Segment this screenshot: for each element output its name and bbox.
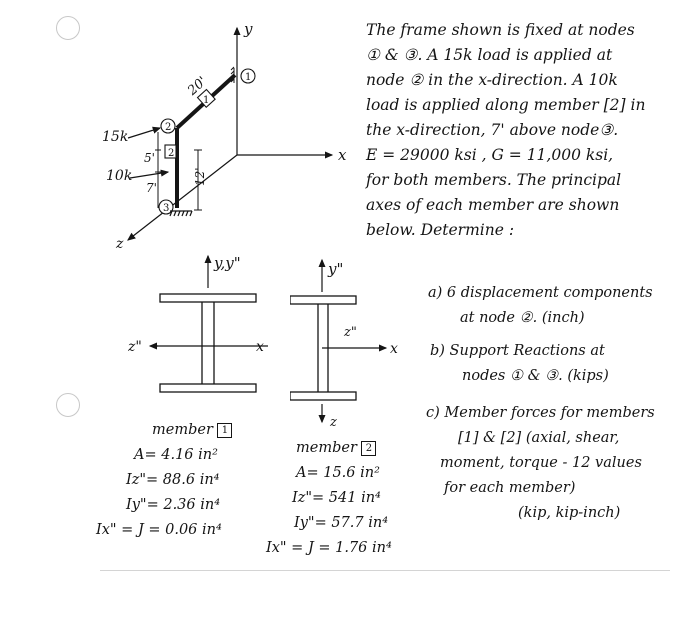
- global-axes: [127, 26, 334, 241]
- height-dimension: [194, 149, 202, 211]
- section-1-left-label: z": [128, 339, 142, 355]
- load-10k-label: 10k: [106, 168, 132, 184]
- axis-x-label: x: [338, 146, 347, 164]
- task-a-line: at node ②. (inch): [460, 310, 585, 326]
- side-dimensions: [155, 132, 161, 208]
- task-a-line: a) 6 displacement components: [428, 285, 653, 301]
- binder-hole-top: [56, 16, 80, 40]
- node-3-support-hatch: [169, 210, 193, 217]
- problem-statement: The frame shown is fixed at nodes ① & ③.…: [366, 18, 645, 243]
- member-1-tag-text: 1: [203, 95, 209, 106]
- page-divider: [100, 570, 670, 571]
- member-2-prop: Iz"= 541 in⁴: [292, 490, 381, 506]
- problem-line: below. Determine :: [366, 221, 515, 239]
- load-15k-arrow: [127, 126, 162, 139]
- member-1-properties: member 1 A= 4.16 in² Iz"= 88.6 in⁴ Iy"= …: [96, 418, 233, 543]
- section-2-top-label: y": [327, 260, 343, 278]
- section-1-ibeam: [159, 293, 257, 393]
- node-1-marker: [240, 68, 256, 84]
- dim-height: 12': [193, 167, 207, 186]
- node-3-label: 3: [163, 203, 169, 214]
- task-c-line: for each member): [444, 480, 576, 496]
- problem-line: E = 29000 ksi , G = 11,000 ksi,: [366, 146, 614, 164]
- member-2-tag-text: 2: [168, 148, 174, 159]
- dim-lower: 7': [146, 181, 157, 195]
- axis-z-label: z: [115, 236, 124, 250]
- section-2-diagram: y" z" x z: [290, 258, 398, 430]
- task-b-line: b) Support Reactions at: [430, 343, 605, 359]
- node-1-label: 1: [245, 72, 251, 83]
- section-1-diagram: y,y" z" x: [128, 254, 268, 393]
- member-1-title: member 1: [96, 418, 233, 443]
- problem-line: axes of each member are shown: [366, 196, 620, 214]
- task-c-line: [1] & [2] (axial, shear,: [458, 430, 620, 446]
- member-2-prop: A= 15.6 in²: [296, 465, 380, 481]
- load-15k-label: 15k: [102, 129, 128, 145]
- member-1-prop: Iz"= 88.6 in⁴: [126, 472, 220, 488]
- node-1-support-hatch: [230, 66, 235, 83]
- task-c-line: (kip, kip-inch): [518, 505, 621, 521]
- member-2-title: member 2: [266, 436, 392, 461]
- member-1-prop: Iy"= 2.36 in⁴: [126, 497, 221, 513]
- problem-line: ① & ③. A 15k load is applied at: [366, 46, 613, 64]
- member-1-prop: Ix" = J = 0.06 in⁴: [96, 522, 222, 538]
- dim-upper: 5': [144, 151, 155, 165]
- problem-line: The frame shown is fixed at nodes: [366, 21, 635, 39]
- task-b: b) Support Reactions at nodes ① & ③. (ki…: [430, 340, 609, 390]
- task-c: c) Member forces for members [1] & [2] (…: [426, 402, 655, 527]
- problem-line: node ② in the x-direction. A 10k: [366, 71, 618, 89]
- member-2-tag: [164, 144, 177, 159]
- member-1-tag: [196, 88, 216, 108]
- section-2-inner-label: z": [343, 325, 357, 340]
- task-a: a) 6 displacement components at node ②. …: [428, 282, 653, 332]
- member-1-prop: A= 4.16 in²: [134, 447, 218, 463]
- node-2-label: 2: [165, 122, 171, 133]
- axis-y-label: y: [243, 20, 253, 38]
- frame-diagram: y x z 1 20' 1 2 2 3 12' 5' 7': [102, 20, 347, 250]
- section-1-right-label: x: [256, 339, 264, 355]
- member-2-prop: Iy"= 57.7 in⁴: [294, 515, 389, 531]
- task-c-line: moment, torque - 12 values: [440, 455, 642, 471]
- problem-line: the x-direction, 7' above node③.: [366, 121, 619, 139]
- load-10k-arrow: [129, 169, 170, 179]
- binder-hole-middle: [56, 393, 80, 417]
- task-c-line: c) Member forces for members: [426, 405, 655, 421]
- z-axis: [127, 154, 238, 241]
- node-2-marker: [160, 118, 176, 134]
- member-2-prop: Ix" = J = 1.76 in⁴: [266, 540, 392, 556]
- node-3-marker: [158, 199, 174, 215]
- task-b-line: nodes ① & ③. (kips): [462, 368, 609, 384]
- section-2-right-label: x: [390, 341, 398, 357]
- member-2-properties: member 2 A= 15.6 in² Iz"= 541 in⁴ Iy"= 5…: [266, 436, 392, 561]
- member-2-badge: 2: [361, 441, 377, 456]
- section-1-top-label: y,y": [213, 254, 241, 272]
- problem-line: load is applied along member [2] in: [366, 96, 646, 114]
- section-2-bottom-label: z: [329, 415, 337, 430]
- member-1-badge: 1: [217, 423, 233, 438]
- problem-line: for both members. The principal: [366, 171, 622, 189]
